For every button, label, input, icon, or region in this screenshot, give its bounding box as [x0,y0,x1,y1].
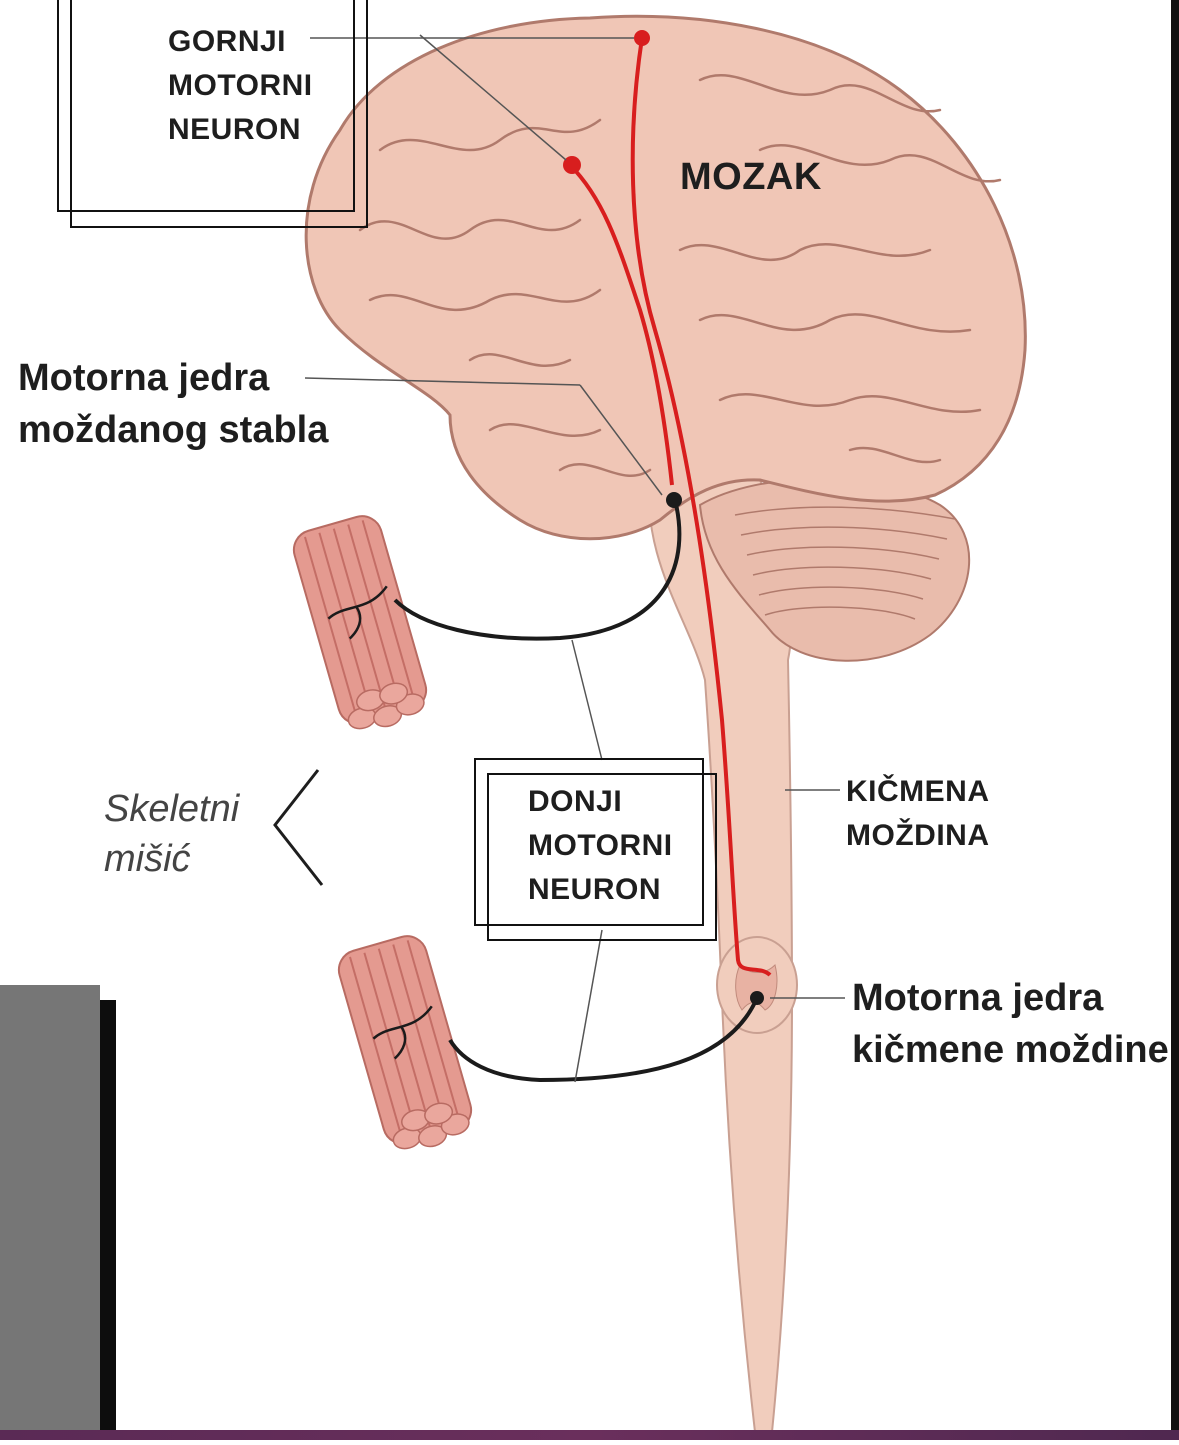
bottom-border-bar [0,1430,1179,1440]
grey-side-panel [0,985,100,1430]
leader-lower-motor-neuron-down [575,930,602,1082]
right-border-bar [1171,0,1179,1440]
label-spinal-cord: KIČMENA MOŽDINA [846,770,990,858]
skeletal-muscle-lower [334,931,478,1158]
grey-side-panel-shadow [100,1000,116,1430]
upper-motor-soma-2 [563,156,581,174]
label-upper-motor-neuron: GORNJI MOTORNI NEURON [168,20,313,152]
skeletal-muscle-upper [289,511,433,738]
lower-motor-axon-spinal [450,998,757,1080]
label-brainstem-nuclei: Motorna jedra moždanog stabla [18,352,328,456]
label-brain: MOZAK [680,156,822,199]
lower-motor-soma-brainstem [666,492,682,508]
lower-motor-soma-spinal [750,991,764,1005]
label-lower-motor-neuron: DONJI MOTORNI NEURON [528,780,673,912]
skeletal-muscle-bracket [275,770,322,885]
label-spinal-nuclei: Motorna jedra kičmene moždine [852,972,1169,1076]
label-skeletal-muscle: Skeletni mišić [104,784,239,884]
upper-motor-soma-1 [634,30,650,46]
leader-lower-motor-neuron-up [572,640,602,760]
